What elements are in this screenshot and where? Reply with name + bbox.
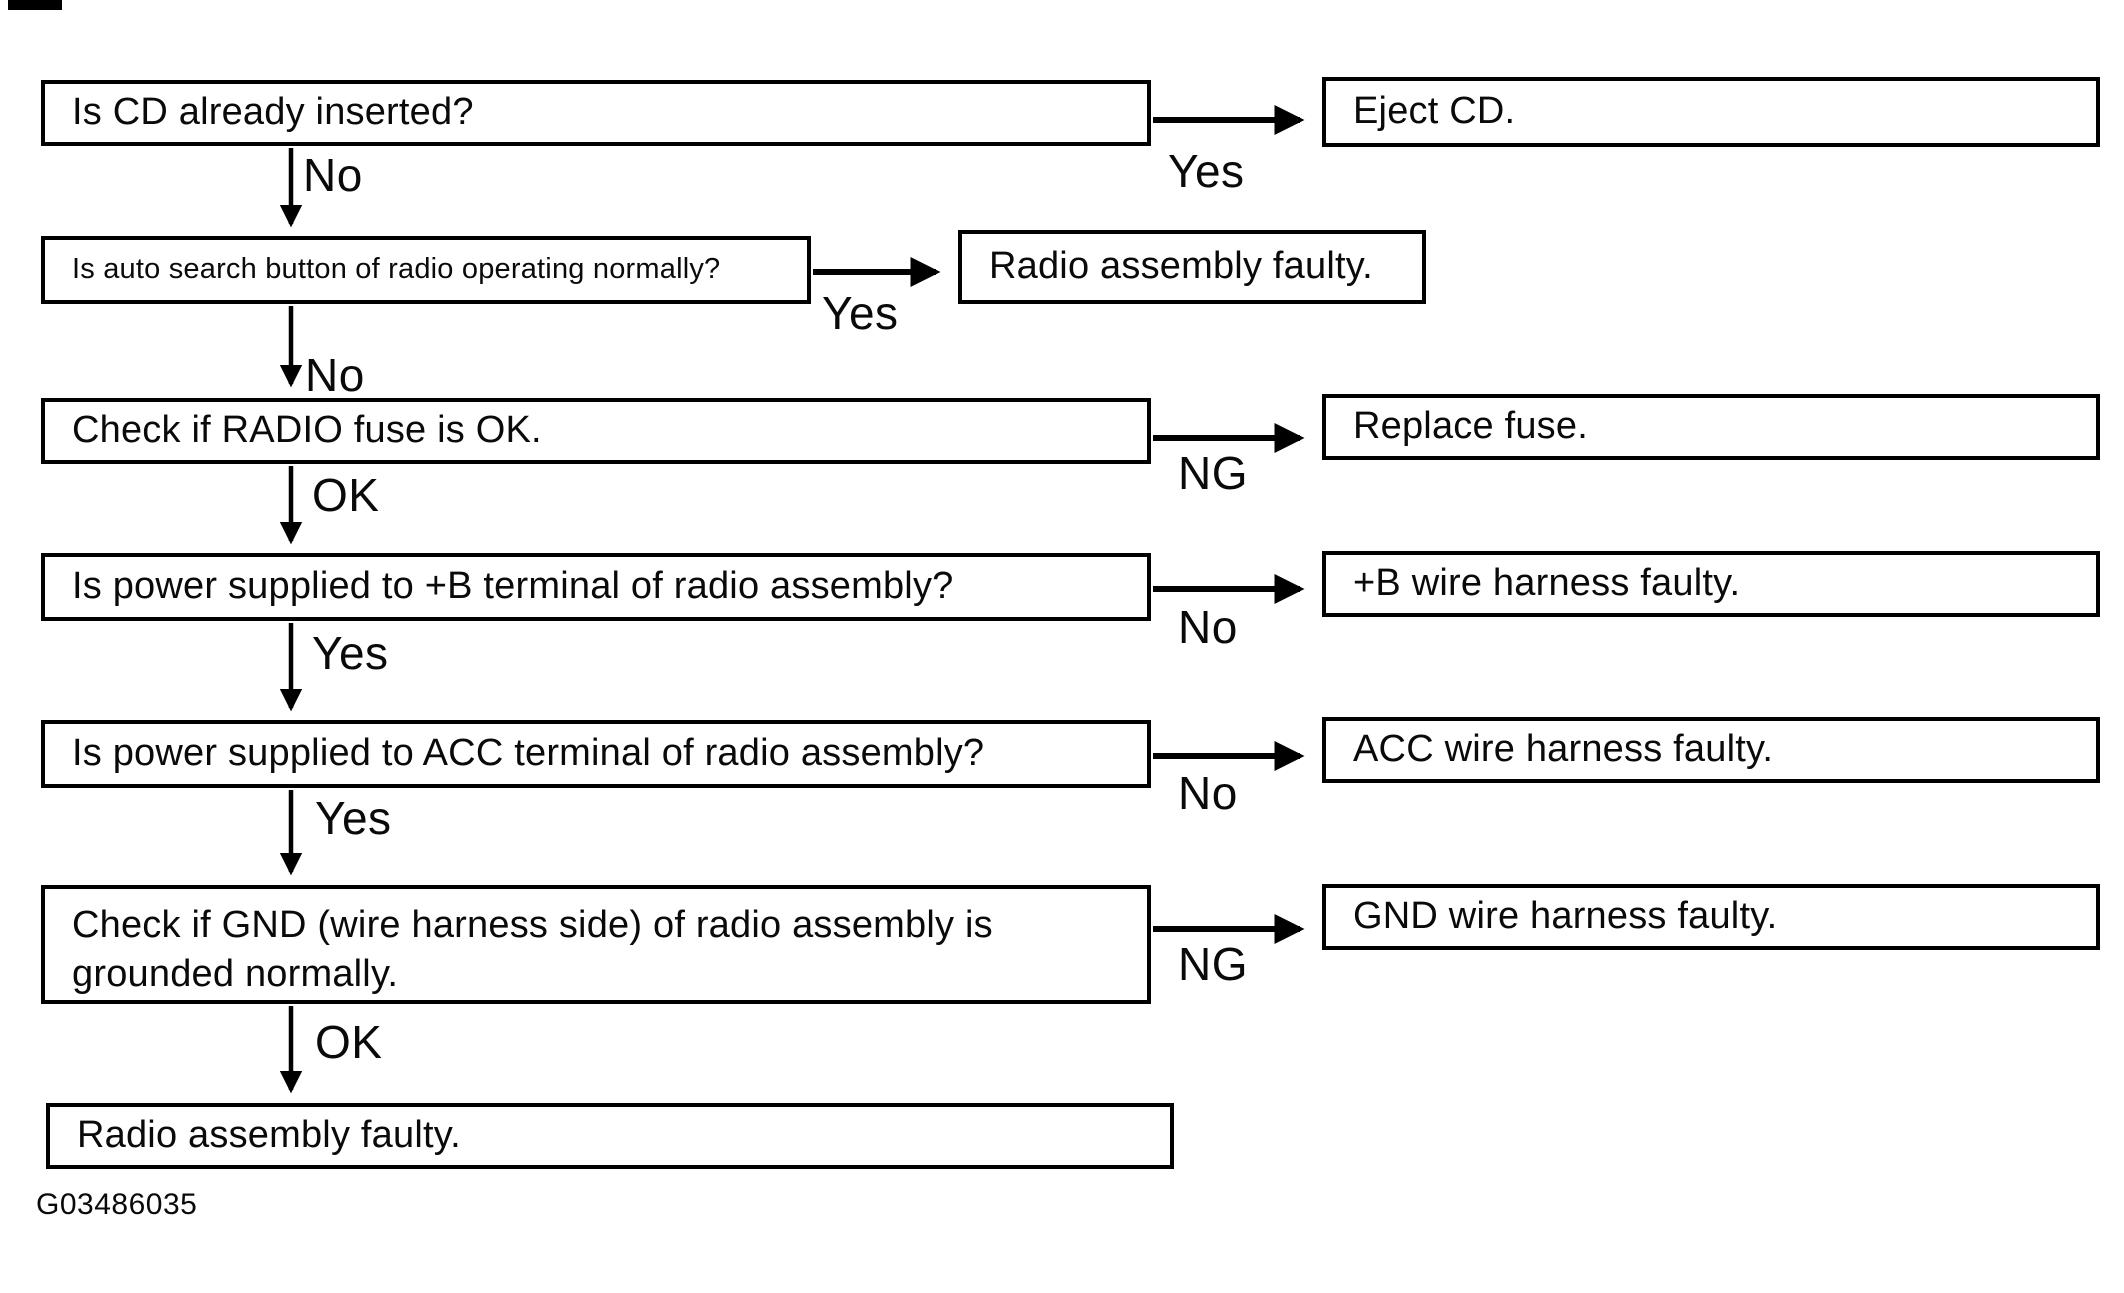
edge-label-cd-yes: Yes (1168, 145, 1245, 197)
flow-node-eject-cd-text: Eject CD. (1353, 90, 1516, 133)
flow-node-gnd-harness-faulty-text: GND wire harness faulty. (1353, 895, 1778, 938)
edge-label-b-no: No (1178, 601, 1238, 653)
flow-node-radio-assembly-faulty-final-text: Radio assembly faulty. (77, 1114, 461, 1157)
edge-label-gnd-ok: OK (315, 1016, 383, 1068)
edge-label-acc-no: No (1178, 767, 1238, 819)
flow-node-replace-fuse-text: Replace fuse. (1353, 405, 1588, 448)
edge-label-gnd-ng: NG (1178, 938, 1248, 990)
flow-node-gnd-ground: Check if GND (wire harness side) of radi… (41, 885, 1151, 1004)
flow-node-b-terminal: Is power supplied to +B terminal of radi… (41, 553, 1151, 621)
edge-label-b-yes: Yes (312, 627, 389, 679)
flow-node-auto-search: Is auto search button of radio operating… (41, 236, 811, 304)
flow-node-radio-assembly-faulty-top-text: Radio assembly faulty. (989, 245, 1373, 288)
flow-node-radio-assembly-faulty-top: Radio assembly faulty. (958, 230, 1426, 304)
flow-node-radio-fuse: Check if RADIO fuse is OK. (41, 398, 1151, 464)
flow-node-acc-terminal-text: Is power supplied to ACC terminal of rad… (72, 732, 985, 775)
figure-id-label: G03486035 (36, 1188, 198, 1221)
flow-node-replace-fuse: Replace fuse. (1322, 394, 2100, 460)
flow-node-radio-fuse-text: Check if RADIO fuse is OK. (72, 409, 542, 452)
flow-node-acc-harness-faulty: ACC wire harness faulty. (1322, 717, 2100, 783)
edge-label-acc-yes: Yes (315, 792, 392, 844)
flow-node-b-harness-faulty-text: +B wire harness faulty. (1353, 562, 1741, 605)
flow-node-acc-terminal: Is power supplied to ACC terminal of rad… (41, 720, 1151, 788)
edge-label-fuse-ng: NG (1178, 447, 1248, 499)
edge-label-auto-yes: Yes (822, 287, 899, 339)
edge-label-cd-no: No (303, 149, 363, 201)
flow-node-gnd-harness-faulty: GND wire harness faulty. (1322, 884, 2100, 950)
flow-node-auto-search-text: Is auto search button of radio operating… (72, 253, 721, 286)
scan-artifact-mark (8, 0, 62, 10)
flow-node-radio-assembly-faulty-final: Radio assembly faulty. (46, 1103, 1174, 1169)
edge-label-auto-no: No (305, 349, 365, 401)
flow-node-gnd-ground-text: Check if GND (wire harness side) of radi… (72, 904, 993, 996)
flow-node-b-terminal-text: Is power supplied to +B terminal of radi… (72, 565, 954, 608)
flow-node-eject-cd: Eject CD. (1322, 77, 2100, 147)
edge-label-fuse-ok: OK (312, 469, 380, 521)
flow-node-cd-inserted-text: Is CD already inserted? (72, 91, 474, 134)
flow-node-cd-inserted: Is CD already inserted? (41, 80, 1151, 146)
flow-node-acc-harness-faulty-text: ACC wire harness faulty. (1353, 728, 1774, 771)
flow-node-b-harness-faulty: +B wire harness faulty. (1322, 551, 2100, 617)
